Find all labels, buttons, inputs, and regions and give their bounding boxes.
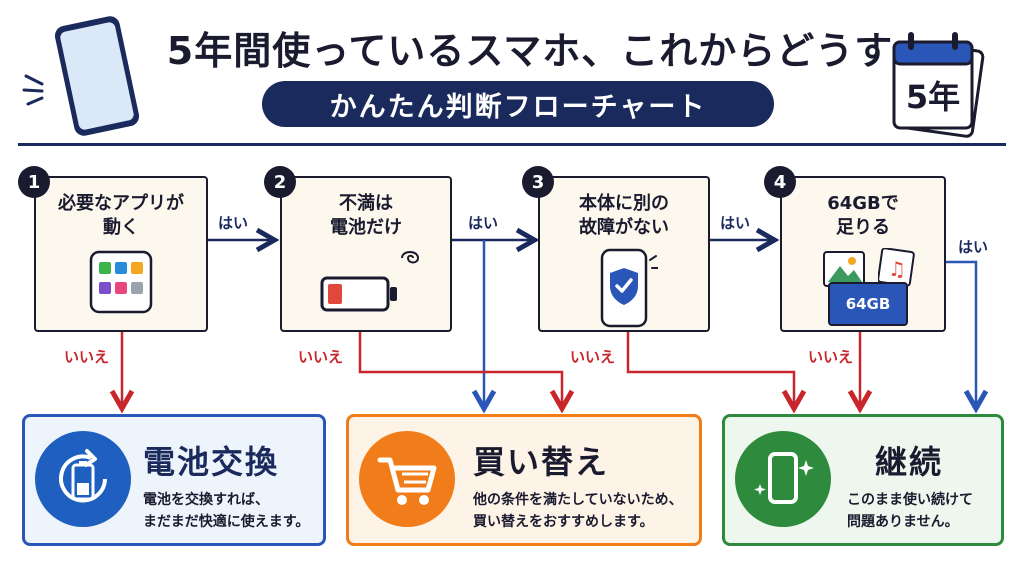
sparkle-phone-icon [735,431,831,527]
step-3-number: 3 [522,166,554,198]
step-2-box: 不満は 電池だけ [280,176,452,332]
no-label-3: いいえ [570,348,616,366]
no-label-1: いいえ [64,348,110,366]
step-1-box: 必要なアプリが 動く [34,176,208,332]
step-3-box: 本体に別の 故障がない [538,176,710,332]
result-replace-title: 買い替え [473,443,610,481]
storage-badge: 64GB [845,295,891,313]
result-continue: 継続 このまま使い続けて 問題ありません。 [722,414,1004,546]
step-4-number: 4 [764,166,796,198]
result-replace: 買い替え 他の条件を満たしていないため、 買い替えをおすすめします。 [346,414,702,546]
yes-label-4: はい [958,238,989,256]
step-4-box: 64GBで 足りる ♫ 64GB [780,176,946,332]
step-4-label: 64GBで 足りる [827,193,899,238]
svg-text:♫: ♫ [888,257,906,281]
no-label-2: いいえ [298,348,344,366]
shield-phone-icon [598,248,659,332]
battery-cycle-icon [35,431,131,527]
phone-illustration-icon [50,14,145,143]
result-replace-desc: 他の条件を満たしていないため、 買い替えをおすすめします。 [473,492,683,530]
page-subtitle: かんたん判断フローチャート [262,81,774,127]
no-arrow-3-continue [626,332,794,406]
no-arrow-2-replace [358,332,562,406]
calendar-icon: 5年 [886,28,986,140]
photo-card-icon [822,250,868,294]
sigh-swirl-icon [398,246,428,274]
step-2-label: 不満は 電池だけ [330,193,402,238]
yes-label-3: はい [720,214,751,232]
result-continue-desc: このまま使い続けて 問題ありません。 [847,492,973,530]
yes-label-2: はい [468,214,499,232]
calendar-text: 5年 [905,78,961,116]
yes-label-1: はい [218,214,249,232]
app-grid-icon [89,250,153,314]
low-battery-icon [320,274,400,318]
step-1-label: 必要なアプリが 動く [58,193,184,238]
step-3-label: 本体に別の 故障がない [579,193,669,238]
result-battery-desc: 電池を交換すれば、 まだまだ快適に使えます。 [143,492,310,530]
motion-lines-icon [20,68,54,112]
header-divider [18,143,1006,146]
step-1-number: 1 [18,166,50,198]
step-2-number: 2 [264,166,296,198]
yes-arrow-4-continue [946,260,976,406]
result-battery-replacement: 電池交換 電池を交換すれば、 まだまだ快適に使えます。 [22,414,326,546]
music-card-icon: ♫ [877,247,916,292]
result-continue-title: 継続 [875,443,944,481]
storage-card: 64GB [828,282,908,326]
result-battery-title: 電池交換 [143,443,280,481]
no-label-4: いいえ [808,348,854,366]
shopping-cart-icon [359,431,455,527]
